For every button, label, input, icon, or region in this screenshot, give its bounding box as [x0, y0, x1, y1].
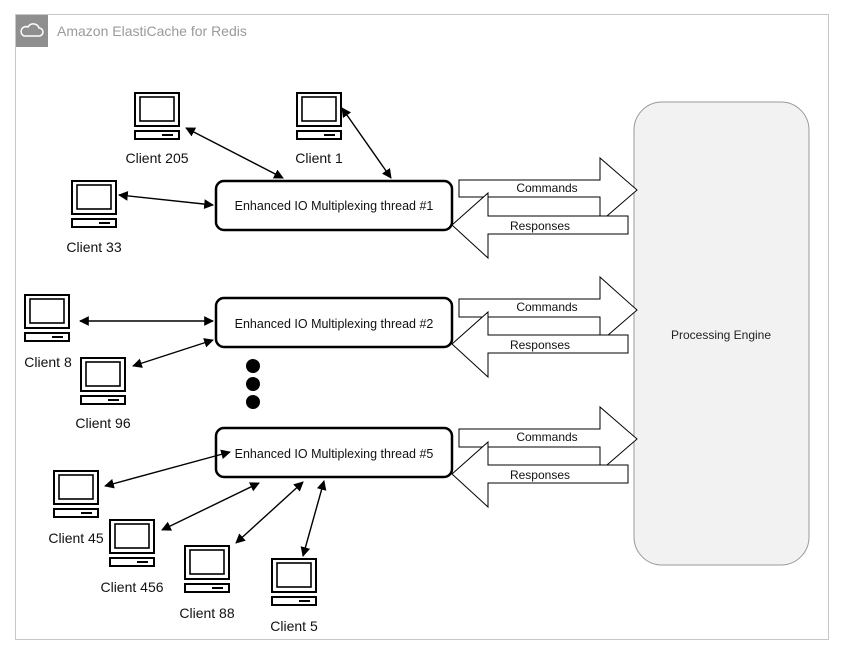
computer-icon — [109, 519, 155, 567]
computer-icon — [296, 92, 342, 140]
connector-client-456 — [161, 482, 260, 531]
computer-icon — [24, 294, 70, 342]
commands-label: Commands — [516, 430, 577, 444]
thread-1: Commands Responses Enhanced IO Multiplex… — [214, 156, 638, 260]
connections — [79, 107, 392, 557]
connector-client-1 — [341, 107, 392, 179]
connector-client-88 — [235, 481, 304, 544]
thread-5: Commands Responses Enhanced IO Multiplex… — [214, 405, 638, 509]
client-label: Client 33 — [66, 239, 121, 255]
client-5: Client 5 — [270, 558, 318, 634]
elasticache-frame — [15, 14, 829, 640]
computer-icon — [71, 180, 117, 228]
client-label: Client 456 — [100, 579, 163, 595]
responses-label: Responses — [510, 338, 570, 352]
processing-engine-label: Processing Engine — [671, 328, 771, 342]
connector-client-96 — [132, 338, 214, 368]
responses-label: Responses — [510, 219, 570, 233]
responses-label: Responses — [510, 468, 570, 482]
responses-arrow — [451, 191, 629, 260]
client-96: Client 96 — [75, 357, 131, 431]
client-8: Client 8 — [24, 294, 72, 370]
client-label: Client 5 — [270, 618, 318, 634]
commands-arrow — [458, 156, 638, 224]
client-label: Client 8 — [24, 354, 72, 370]
connector-client-205 — [185, 127, 284, 179]
client-1: Client 1 — [295, 92, 343, 166]
computer-icon — [134, 92, 180, 140]
computer-icon — [184, 545, 230, 593]
client-45: Client 45 — [48, 470, 104, 546]
client-label: Client 205 — [125, 150, 188, 166]
client-label: Client 96 — [75, 415, 130, 431]
connector-client-33 — [118, 191, 214, 209]
responses-arrow — [451, 440, 629, 509]
connector-client-45 — [104, 449, 231, 489]
cloud-icon — [16, 15, 48, 47]
commands-label: Commands — [516, 181, 577, 195]
thread-label: Enhanced IO Multiplexing thread #1 — [235, 199, 434, 213]
computer-icon — [271, 558, 317, 606]
thread-2: Commands Responses Enhanced IO Multiplex… — [214, 275, 638, 379]
processing-engine: Processing Engine — [633, 101, 810, 566]
client-label: Client 88 — [179, 605, 234, 621]
client-label: Client 45 — [48, 530, 103, 546]
connector-client-5 — [300, 480, 327, 557]
thread-box — [214, 296, 454, 349]
computer-icon — [80, 357, 126, 405]
client-205: Client 205 — [125, 92, 189, 166]
commands-label: Commands — [516, 300, 577, 314]
responses-arrow — [451, 310, 629, 379]
diagram-title: Amazon ElastiCache for Redis — [57, 23, 247, 39]
client-label: Client 1 — [295, 150, 343, 166]
thread-box — [214, 179, 454, 232]
thread-label: Enhanced IO Multiplexing thread #5 — [235, 447, 434, 461]
ellipsis-dots — [246, 359, 260, 409]
thread-label: Enhanced IO Multiplexing thread #2 — [235, 317, 434, 331]
client-33: Client 33 — [66, 180, 122, 255]
client-456: Client 456 — [100, 519, 164, 595]
client-88: Client 88 — [179, 545, 235, 621]
computer-icon — [53, 470, 99, 518]
